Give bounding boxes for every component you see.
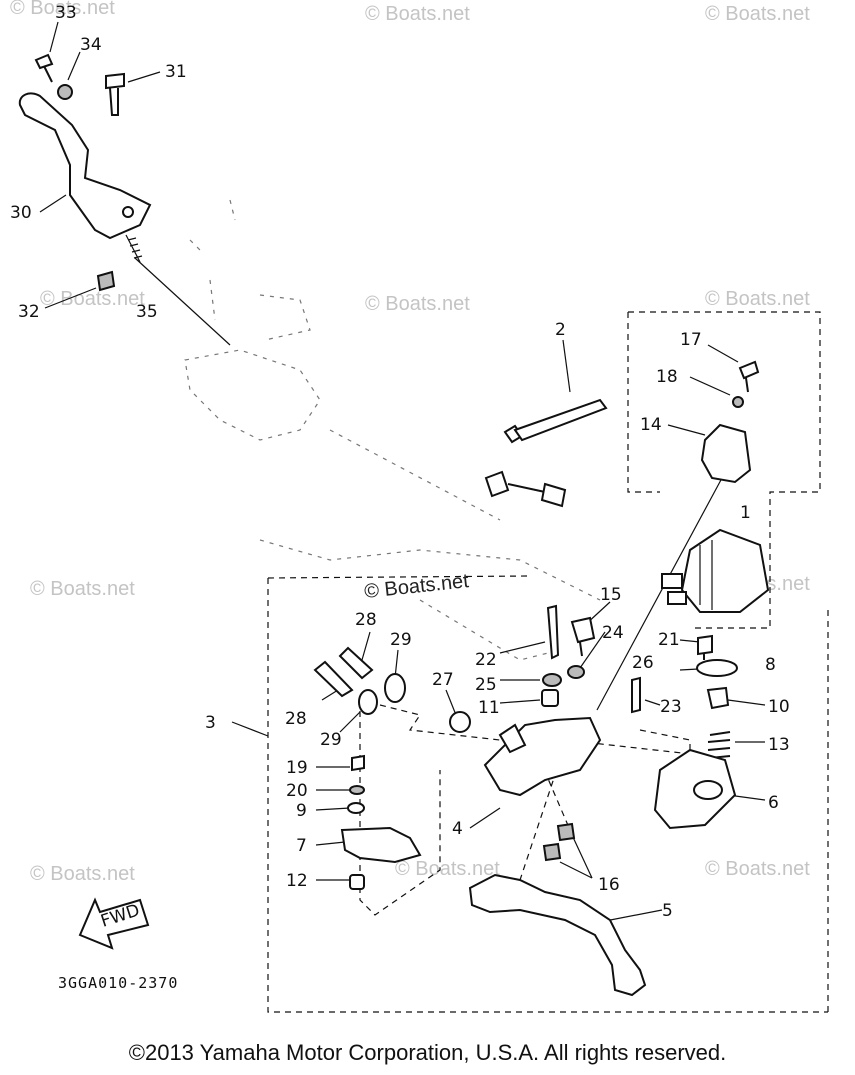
watermark: © Boats.net [705,3,810,25]
part-label: 8 [765,655,776,675]
leader-lines [39,21,766,923]
part-label: 24 [602,623,624,643]
part-label: 26 [632,653,654,673]
switch-assembly-parts [661,360,770,613]
part-label: 19 [286,758,308,778]
part-label: 15 [600,585,622,605]
part-label: 7 [296,836,307,856]
part-label: 28 [285,709,307,729]
master-cylinder-parts [313,604,738,890]
part-labels: 33 34 31 30 32 35 2 17 18 14 1 15 24 22 … [10,3,790,921]
part-label: 16 [598,875,620,895]
part-label: 29 [320,730,342,750]
brake-lever [468,873,647,997]
watermark: © Boats.net [30,863,135,885]
fwd-arrow-icon: FWD [78,897,150,950]
watermark: © Boats.net [365,3,470,25]
part-label: 4 [452,819,463,839]
cable-parts [484,398,608,508]
part-label: 30 [10,203,32,223]
part-label: 14 [640,415,662,435]
part-label: 23 [660,697,682,717]
part-label: 6 [768,793,779,813]
part-label: 18 [656,367,678,387]
part-label: 28 [355,610,377,630]
part-label: 27 [432,670,454,690]
part-label: 17 [680,330,702,350]
watermark: © Boats.net [30,578,135,600]
box-switch-assembly [627,311,821,629]
part-label: 33 [55,3,77,23]
part-label: 35 [136,302,158,322]
part-label: 10 [768,697,790,717]
part-label: 20 [286,781,308,801]
watermark: © Boats.net [40,288,145,310]
part-label: 12 [286,871,308,891]
box-master-cylinder-assembly [267,575,829,1013]
part-label: 34 [80,35,102,55]
diagram-code: 3GGA010-2370 [58,974,178,992]
part-label: 21 [658,630,680,650]
watermark: © Boats.net [705,288,810,310]
part-label: 31 [165,62,187,82]
part-label: 13 [768,735,790,755]
watermark: © Boats.net [10,0,115,19]
part-label: 3 [205,713,216,733]
copyright-notice: ©2013 Yamaha Motor Corporation, U.S.A. A… [128,1040,727,1065]
part-label: 9 [296,801,307,821]
part-label: 32 [18,302,40,322]
part-label: 1 [740,503,751,523]
part-label: 29 [390,630,412,650]
watermark-center: © Boats.net [363,570,470,603]
handlebar-ghost-outline [184,199,601,661]
part-label: 11 [478,698,500,718]
watermark: © Boats.net [395,858,500,880]
clutch-lever-assembly [18,53,152,292]
part-label: 5 [662,901,673,921]
part-label: 22 [475,650,497,670]
watermark: © Boats.net [705,858,810,880]
watermark: © Boats.net [365,293,470,315]
part-label: 25 [475,675,497,695]
exploded-parts-diagram: © Boats.net © Boats.net © Boats.net © Bo… [10,0,829,1013]
part-label: 2 [555,320,566,340]
